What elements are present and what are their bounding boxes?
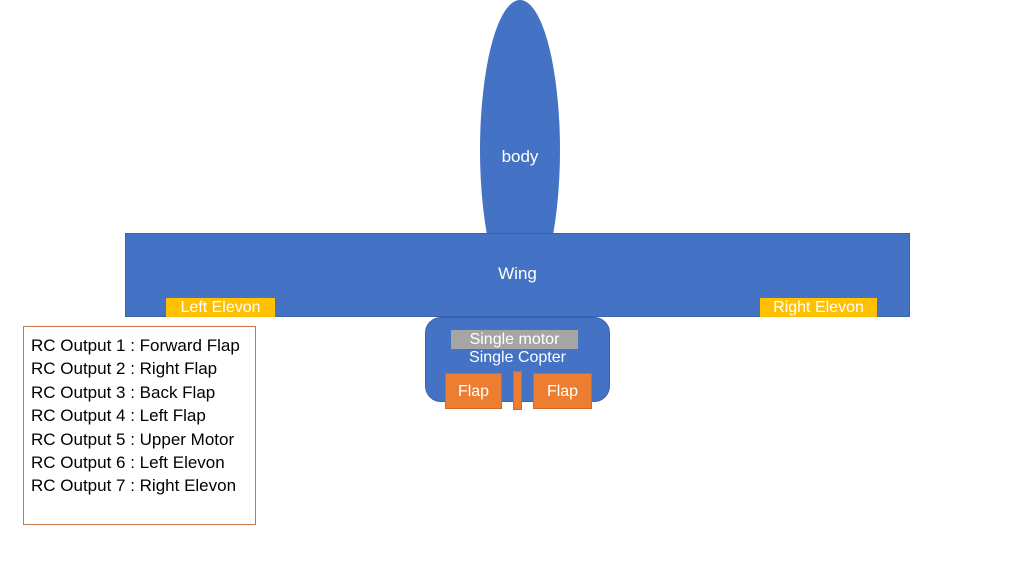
right-flap: Flap — [533, 373, 592, 409]
left-flap: Flap — [445, 373, 502, 409]
body-label: body — [501, 147, 539, 166]
legend-item: RC Output 7 : Right Elevon — [31, 476, 237, 496]
legend-item: RC Output 1 : Forward Flap — [31, 336, 240, 355]
legend-item: RC Output 2 : Right Flap — [31, 359, 218, 379]
left-elevon: Left Elevon — [166, 298, 275, 317]
single-copter-label: Single Copter — [469, 349, 566, 366]
center-flap — [513, 371, 522, 410]
wing-label: Wing — [498, 264, 537, 283]
legend-item: RC Output 4 : Left Flap — [31, 406, 206, 426]
right-elevon: Right Elevon — [760, 298, 877, 317]
rc-output-legend: RC Output 1 : Forward Flap RC Output 2 :… — [23, 326, 256, 525]
legend-item: RC Output 6 : Left Elevon — [31, 453, 225, 473]
legend-item: RC Output 5 : Upper Motor — [31, 429, 235, 449]
legend-item: RC Output 3 : Back Flap — [31, 382, 216, 402]
single-motor-box: Single motor — [451, 330, 578, 349]
